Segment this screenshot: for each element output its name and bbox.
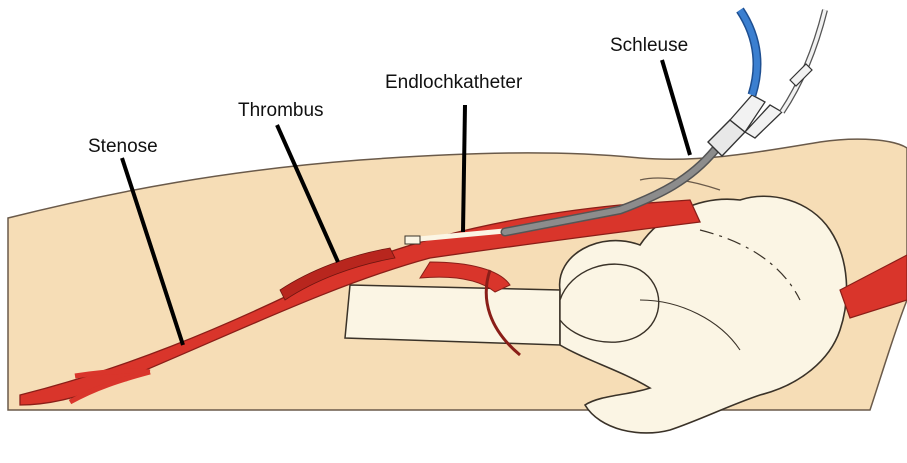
label-schleuse: Schleuse bbox=[610, 35, 688, 56]
schleuse-pointer bbox=[662, 60, 690, 155]
femur-shaft bbox=[345, 285, 560, 345]
label-stenose: Stenose bbox=[88, 136, 158, 157]
white-tube bbox=[782, 10, 825, 112]
label-thrombus: Thrombus bbox=[238, 100, 324, 121]
catheter-tip bbox=[405, 236, 420, 244]
label-endlochkatheter: Endlochkatheter bbox=[385, 72, 523, 93]
endlochkatheter-pointer bbox=[463, 105, 465, 232]
